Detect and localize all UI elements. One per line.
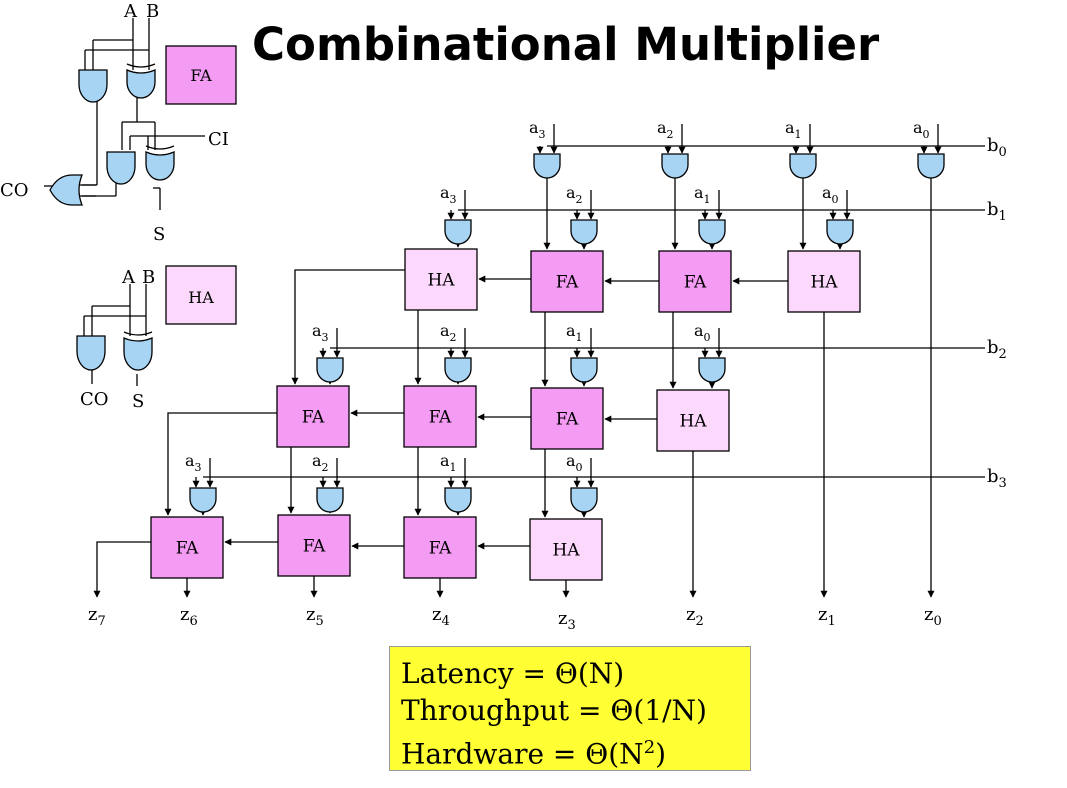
cell-label: HA <box>810 273 838 293</box>
legend-schematics <box>44 18 237 386</box>
legend-ha-co: CO <box>80 389 109 410</box>
page-title: Combinational Multiplier <box>252 18 880 71</box>
cell-label: HA <box>552 541 580 561</box>
a-label: a2 <box>657 118 674 141</box>
cell-label: FA <box>302 408 325 428</box>
legend-fa-box <box>165 45 237 105</box>
and-gate-icon <box>698 357 726 383</box>
a-label: a0 <box>566 451 583 474</box>
cell-label: FA <box>429 408 452 428</box>
legend-ha-s: S <box>132 391 144 412</box>
a-label: a3 <box>185 451 202 474</box>
a-label: a3 <box>312 321 329 344</box>
cell-fa <box>276 385 350 448</box>
b-label: b0 <box>987 135 1007 160</box>
a-label: a2 <box>566 183 583 206</box>
cell-label: FA <box>556 273 579 293</box>
complexity-summary: Latency = Θ(N) Throughput = Θ(1/N) Hardw… <box>389 646 751 771</box>
cell-label: FA <box>429 539 452 559</box>
and-gate-icon <box>316 487 344 513</box>
legend-xor-gate-icon <box>126 69 156 99</box>
cell-ha <box>404 248 478 311</box>
legend-fa-input-a: A <box>123 1 138 22</box>
cell-ha <box>787 250 861 313</box>
z-label: z5 <box>306 604 324 629</box>
cell-ha <box>656 389 730 452</box>
legend-fa-label: FA <box>190 66 212 85</box>
hardware-text-suffix: ) <box>655 737 667 771</box>
legend-xor-gate-icon <box>123 337 153 371</box>
legend-fa-input-b: B <box>146 1 159 22</box>
cell-fa <box>530 250 604 313</box>
legend-fa-ci: CI <box>208 129 229 150</box>
and-gate-icon <box>570 219 598 245</box>
a-label: a2 <box>312 451 329 474</box>
z-label: z3 <box>558 608 576 633</box>
legend-xor-gate-icon <box>145 151 175 181</box>
legend-ha-label: HA <box>188 288 214 307</box>
legend-ha-input-b: B <box>142 267 155 288</box>
and-gate-icon <box>444 219 472 245</box>
and-gate-icon <box>789 153 817 179</box>
a-label: a0 <box>694 321 711 344</box>
legend-or-gate-icon <box>49 174 83 206</box>
z-label: z6 <box>180 604 198 629</box>
z-label: z7 <box>88 604 106 629</box>
cell-fa <box>150 516 224 579</box>
cell-label: FA <box>176 539 199 559</box>
z-label: z1 <box>818 604 836 629</box>
legend-ha-input-a: A <box>121 267 136 288</box>
and-gate-icon <box>533 153 561 179</box>
b-label: b2 <box>987 337 1007 362</box>
and-gate-icon <box>826 219 854 245</box>
and-gate-icon <box>698 219 726 245</box>
cell-fa <box>277 514 351 577</box>
cell-label: FA <box>684 273 707 293</box>
hardware-text: Hardware = Θ(N2) <box>401 729 750 772</box>
and-gate-icon <box>316 357 344 383</box>
and-gate-icon <box>444 487 472 513</box>
a-label: a1 <box>566 321 583 344</box>
legend-and-gate-icon <box>106 151 136 185</box>
z-label: z2 <box>686 604 704 629</box>
legend-ha-box <box>165 265 237 325</box>
a-label: a3 <box>440 183 457 206</box>
cell-label: HA <box>427 271 455 291</box>
b-label: b1 <box>987 199 1007 224</box>
a-label: a0 <box>822 183 839 206</box>
legend-and-gate-icon <box>76 335 106 371</box>
and-gate-icon <box>444 357 472 383</box>
b-label: b3 <box>987 466 1007 491</box>
cell-fa <box>403 385 477 448</box>
hardware-exponent: 2 <box>643 737 656 758</box>
throughput-text: Throughput = Θ(1/N) <box>401 694 707 727</box>
z-label: z0 <box>924 604 942 629</box>
and-gate-icon <box>917 153 945 179</box>
and-gate-icon <box>189 487 217 513</box>
a-label: a1 <box>440 451 457 474</box>
hardware-text-prefix: Hardware = Θ(N <box>401 737 644 771</box>
a-label: a2 <box>440 321 457 344</box>
cell-fa <box>403 516 477 579</box>
a-label: a0 <box>913 118 930 141</box>
z-label: z4 <box>432 604 450 629</box>
cell-label: FA <box>556 410 579 430</box>
latency-text: Latency = Θ(N) <box>401 657 625 690</box>
a-label: a3 <box>529 118 546 141</box>
legend-fa-co: CO <box>0 180 29 201</box>
legend-fa-s: S <box>153 224 165 245</box>
cell-ha <box>529 518 603 581</box>
a-label: a1 <box>694 183 711 206</box>
and-gate-icon <box>570 357 598 383</box>
cell-label: FA <box>303 537 326 557</box>
legend-and-gate-icon <box>78 69 108 103</box>
cell-label: HA <box>679 412 707 432</box>
and-gate-icon <box>661 153 689 179</box>
and-gate-icon <box>570 487 598 513</box>
a-label: a1 <box>785 118 802 141</box>
cell-fa <box>530 387 604 450</box>
cell-fa <box>658 250 732 313</box>
